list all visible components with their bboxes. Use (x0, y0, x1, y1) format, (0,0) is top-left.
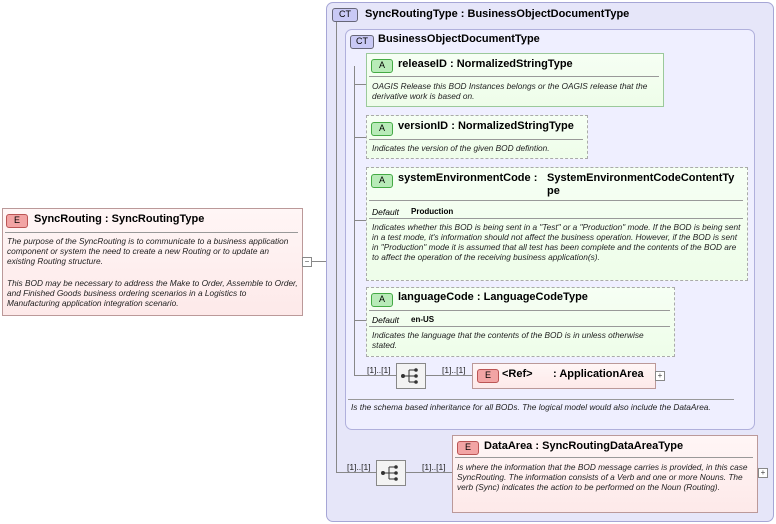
attribute-name: systemEnvironmentCode : (398, 172, 538, 184)
default-value: en-US (411, 315, 435, 324)
default-label: Default (372, 207, 399, 217)
attribute-release-id[interactable] (366, 53, 664, 107)
root-element-doc-1: The purpose of the SyncRouting is to com… (7, 236, 289, 266)
sequence-icon (401, 368, 418, 384)
default-value: Production (411, 207, 454, 216)
data-area-doc: Is where the information that the BOD me… (457, 462, 748, 492)
attribute-name: versionID : NormalizedStringType (398, 120, 574, 132)
attribute-doc: OAGIS Release this BOD Instances belongs… (372, 81, 648, 101)
ref-label: <Ref> (502, 368, 533, 380)
expand-toggle[interactable]: + (758, 468, 768, 478)
data-area-name: DataArea : SyncRoutingDataAreaType (484, 440, 684, 452)
element-badge: E (457, 441, 479, 455)
complex-type-icon: CT (350, 35, 374, 49)
attribute-doc: Indicates the version of the given BOD d… (372, 143, 550, 153)
attribute-badge: A (371, 59, 393, 73)
sequence-multiplicity: [1]..[1] (347, 462, 371, 472)
sequence-compositor[interactable] (396, 363, 426, 389)
attribute-language-code[interactable] (366, 287, 675, 357)
root-element-box[interactable] (2, 208, 303, 316)
attribute-badge: A (371, 174, 393, 188)
attribute-system-environment-code[interactable] (366, 167, 748, 281)
attribute-name: languageCode : LanguageCodeType (398, 291, 588, 303)
root-element-doc-2: This BOD may be necessary to address the… (7, 278, 298, 308)
attribute-name: releaseID : NormalizedStringType (398, 58, 573, 70)
base-type-doc: Is the schema based inheritance for all … (351, 402, 711, 412)
root-element-name: SyncRouting : SyncRoutingType (34, 213, 205, 225)
element-multiplicity: [1]..[1] (422, 462, 446, 472)
element-multiplicity: [1]..[1] (442, 365, 466, 375)
attribute-doc: Indicates whether this BOD is being sent… (372, 222, 741, 262)
collapse-toggle[interactable]: − (302, 257, 312, 267)
default-label: Default (372, 315, 399, 325)
element-badge: E (6, 214, 28, 228)
expand-toggle[interactable]: + (655, 371, 665, 381)
attribute-badge: A (371, 293, 393, 307)
attribute-badge: A (371, 122, 393, 136)
complex-type-title: SyncRoutingType : BusinessObjectDocument… (365, 8, 630, 20)
sequence-icon (381, 465, 398, 481)
data-area-element[interactable] (452, 435, 758, 513)
attribute-version-id[interactable] (366, 115, 588, 159)
ref-type: : ApplicationArea (553, 368, 644, 380)
attribute-doc: Indicates the language that the contents… (372, 330, 644, 350)
sequence-multiplicity: [1]..[1] (367, 365, 391, 375)
base-type-title: BusinessObjectDocumentType (378, 33, 540, 45)
complex-type-icon: CT (332, 8, 358, 22)
element-badge: E (477, 369, 499, 383)
sequence-compositor[interactable] (376, 460, 406, 486)
